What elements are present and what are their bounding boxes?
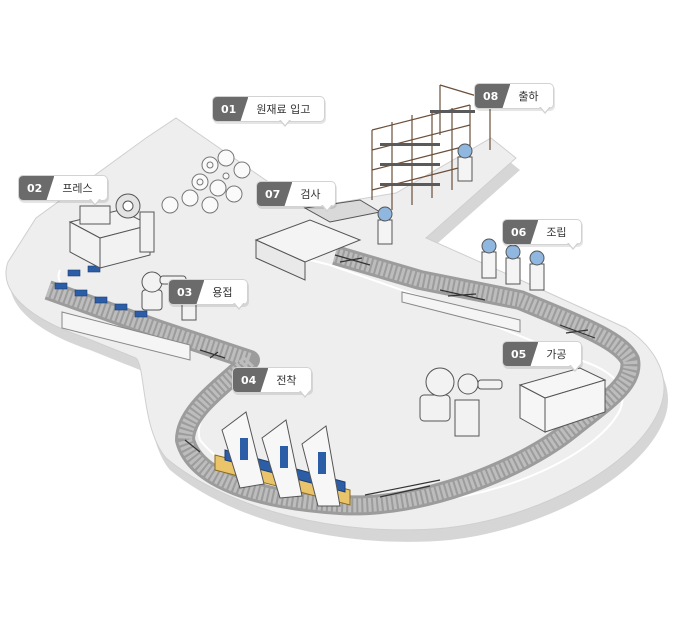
welding-bench bbox=[61, 311, 191, 361]
step-03-number: 03 bbox=[169, 280, 205, 304]
step-05-number: 05 bbox=[503, 342, 539, 366]
step-07-label: 검사 bbox=[300, 188, 321, 201]
press-machine bbox=[68, 193, 155, 269]
step-08-callout: 08 출하 bbox=[474, 83, 554, 114]
step-02-callout: 02 프레스 bbox=[18, 175, 108, 206]
machining-robot bbox=[419, 367, 503, 437]
floor-platform bbox=[5, 117, 665, 531]
paint-tanks bbox=[214, 411, 351, 507]
step-06-number: 06 bbox=[503, 220, 539, 244]
step-05-callout: 05 가공 bbox=[502, 341, 582, 372]
raw-material-rolls bbox=[161, 149, 251, 214]
blue-panels bbox=[54, 265, 148, 318]
step-06-callout: 06 조립 bbox=[502, 219, 582, 250]
step-07-number: 07 bbox=[257, 182, 293, 206]
machining-tunnel bbox=[518, 367, 607, 433]
step-01-label: 원재료 입고 bbox=[256, 103, 311, 116]
step-06-label: 조립 bbox=[546, 226, 567, 239]
step-04-callout: 04 전착 bbox=[232, 367, 312, 398]
conveyor-parts bbox=[184, 254, 596, 498]
conveyor-belt-surface bbox=[45, 248, 638, 513]
step-01-callout: 01 원재료 입고 bbox=[212, 96, 326, 127]
step-04-number: 04 bbox=[233, 368, 269, 392]
step-03-callout: 03 용접 bbox=[168, 279, 248, 310]
step-03-label: 용접 bbox=[212, 286, 233, 299]
step-05-label: 가공 bbox=[546, 348, 567, 361]
step-08-label: 출하 bbox=[518, 90, 539, 103]
step-08-number: 08 bbox=[475, 84, 511, 108]
step-01-number: 01 bbox=[213, 97, 249, 121]
step-02-number: 02 bbox=[19, 176, 55, 200]
shipping-parts bbox=[380, 110, 475, 186]
step-04-label: 전착 bbox=[276, 374, 297, 387]
workers bbox=[377, 143, 545, 291]
assembly-bench bbox=[401, 291, 521, 333]
step-02-label: 프레스 bbox=[62, 182, 93, 195]
step-07-callout: 07 검사 bbox=[256, 181, 336, 212]
